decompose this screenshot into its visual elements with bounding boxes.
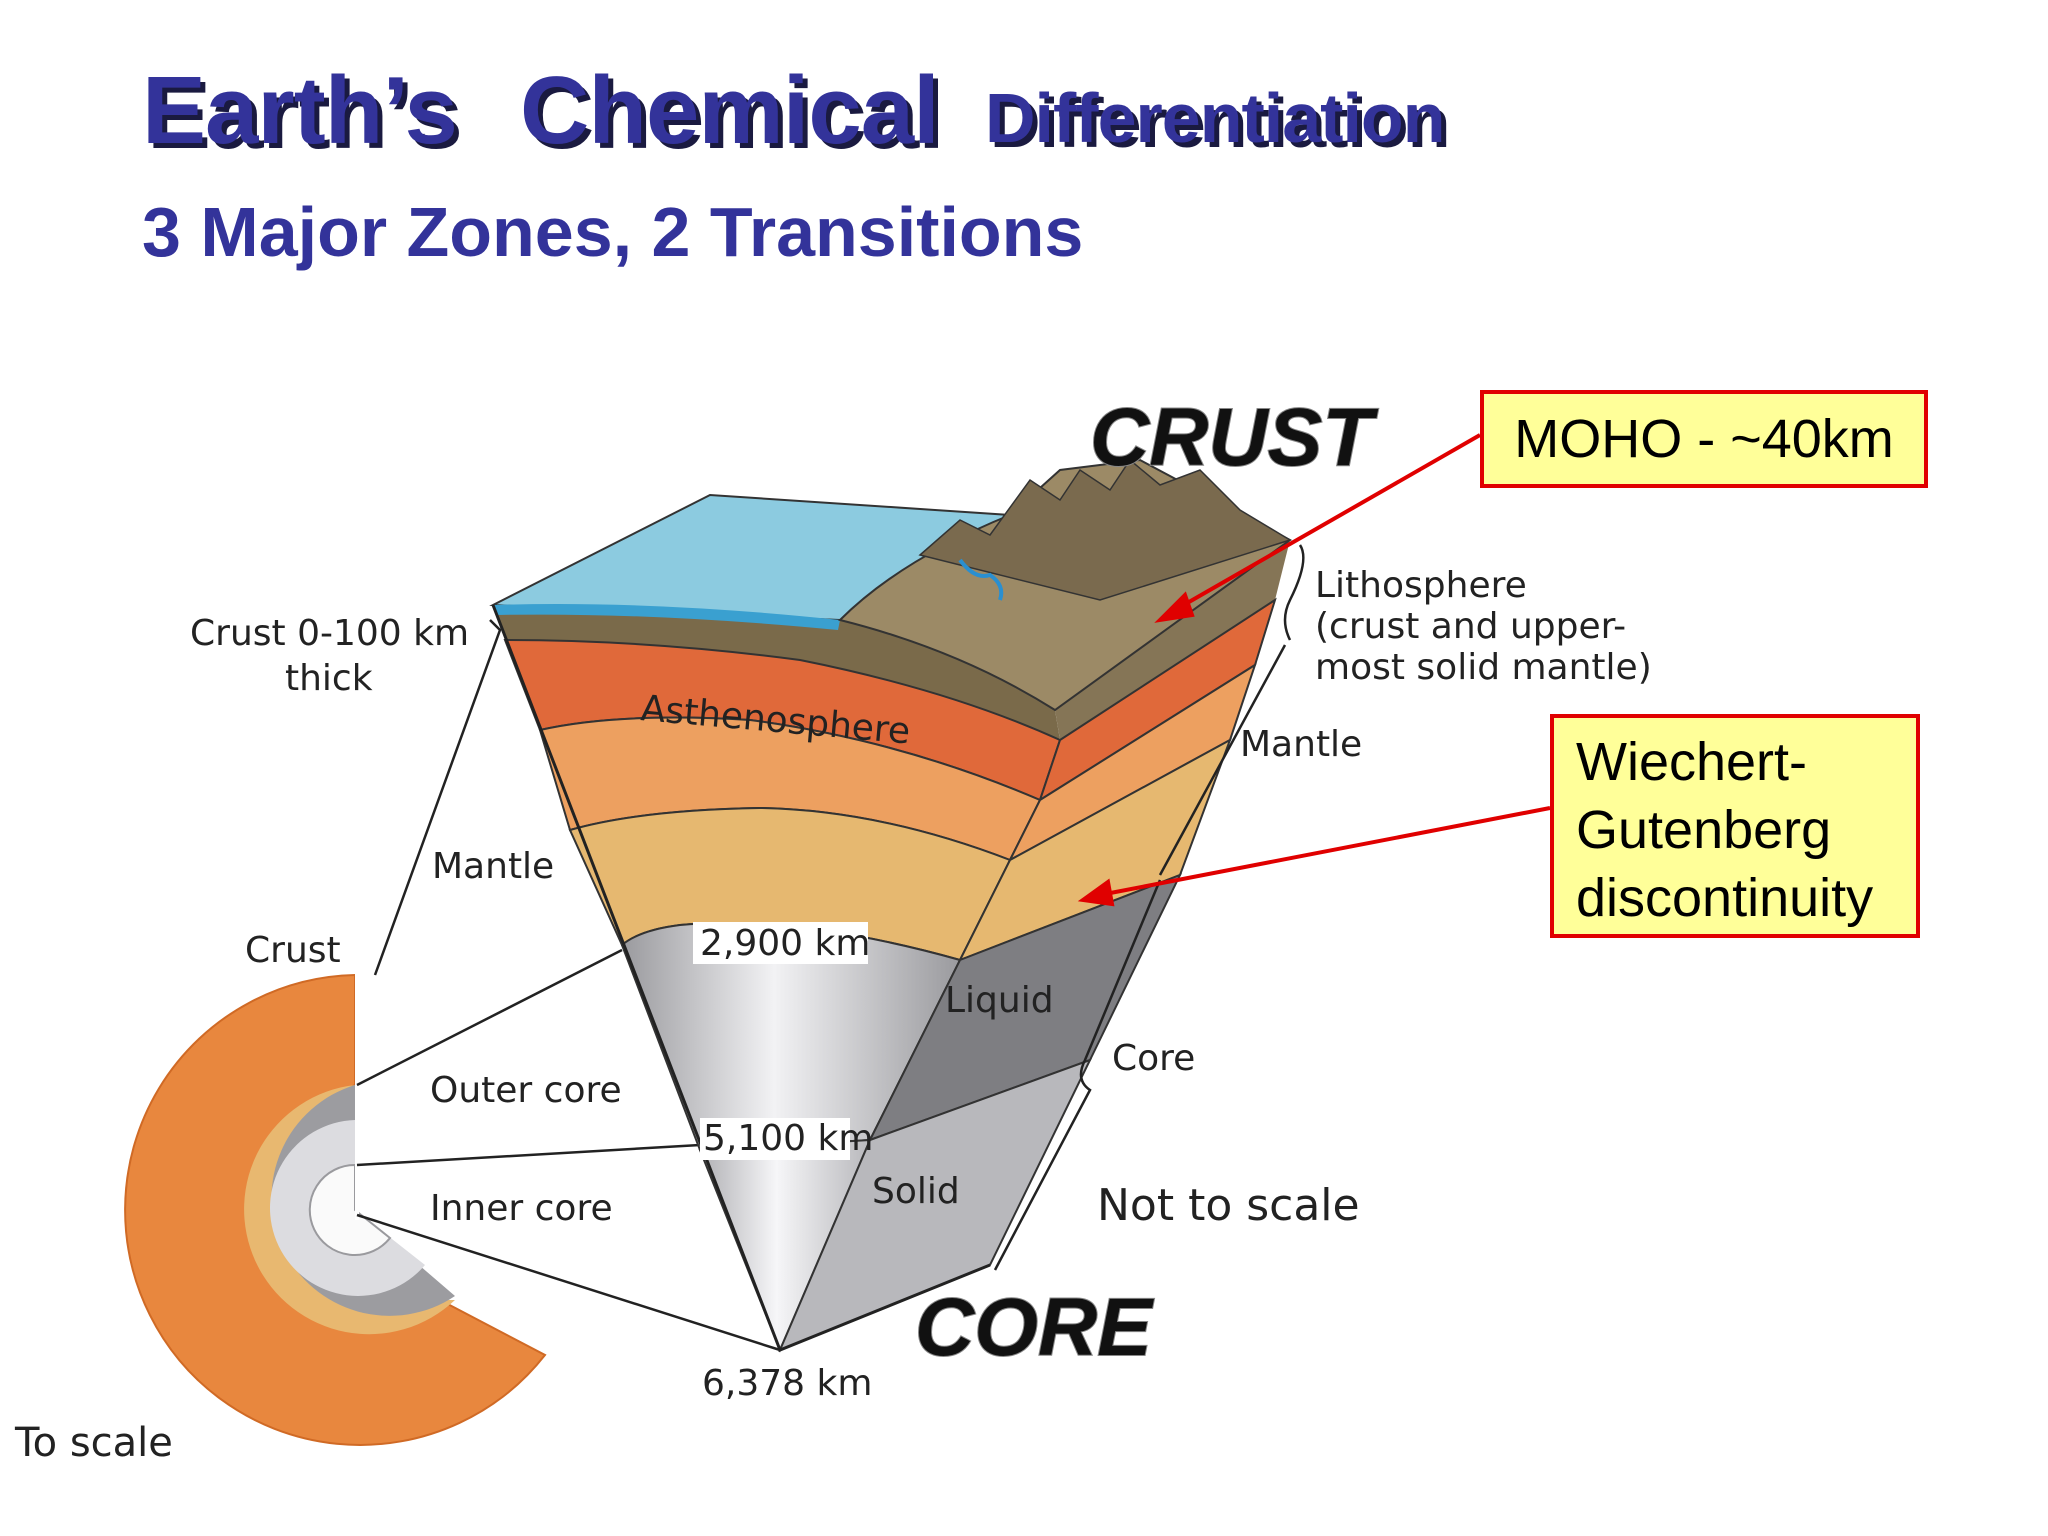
- cone-mountains: [918, 458, 1292, 601]
- subtitle: 3 Major Zones, 2 Transitions: [142, 193, 1084, 271]
- label-mantle-right: Mantle: [1240, 724, 1362, 765]
- wiechert-gutenberg-callout: Wiechert- Gutenberg discontinuity: [1550, 714, 1920, 938]
- connector-lines: [356, 619, 781, 1352]
- depth-2900: 2,900 km: [700, 923, 870, 964]
- right-brackets: [993, 544, 1305, 1271]
- label-crust-left: Crust: [245, 930, 341, 971]
- label-lithosphere-1: Lithosphere: [1315, 565, 1527, 606]
- label-not-to-scale: Not to scale: [1097, 1180, 1360, 1231]
- label-liquid: Liquid: [945, 980, 1054, 1021]
- cone-river: [958, 558, 1004, 601]
- label-lithosphere-3: most solid mantle): [1315, 647, 1652, 688]
- cone-cross-section: [489, 458, 1292, 1353]
- label-inner-core: Inner core: [430, 1188, 613, 1229]
- label-outer-core: Outer core: [430, 1070, 622, 1111]
- moho-callout: MOHO - ~40km: [1480, 390, 1928, 488]
- callout-arrows: [1077, 433, 1551, 907]
- title-chemical: Chemical: [520, 57, 940, 164]
- label-big-core: CORE: [915, 1282, 1154, 1373]
- title-differentiation: Differentiation: [985, 79, 1445, 157]
- label-solid: Solid: [872, 1171, 960, 1212]
- wg-line-1: Wiechert-: [1576, 732, 1808, 792]
- cone-right-crust: [1055, 540, 1290, 740]
- label-core-right: Core: [1112, 1038, 1195, 1079]
- cone-crust-band: [493, 605, 1060, 740]
- to-scale-earth-section: [124, 970, 547, 1446]
- label-crust-thickness-1: Crust 0-100 km: [190, 613, 469, 654]
- label-crust-thickness-2: thick: [285, 658, 373, 699]
- label-big-crust: CRUST: [1090, 392, 1378, 483]
- scale-mantle-inner-ring: [244, 1085, 455, 1335]
- depth-5100: 5,100 km: [703, 1118, 873, 1159]
- cone-ocean-edge: [493, 604, 840, 630]
- label-mantle-left: Mantle: [432, 846, 554, 887]
- scale-inner-core: [308, 1163, 392, 1256]
- depth-6378: 6,378 km: [702, 1363, 872, 1404]
- wg-line-2: Gutenberg: [1576, 800, 1832, 860]
- wg-line-3: discontinuity: [1576, 868, 1874, 928]
- label-to-scale: To scale: [14, 1420, 173, 1466]
- title-earths: Earth’s: [142, 57, 458, 164]
- label-lithosphere-2: (crust and upper-: [1315, 606, 1626, 647]
